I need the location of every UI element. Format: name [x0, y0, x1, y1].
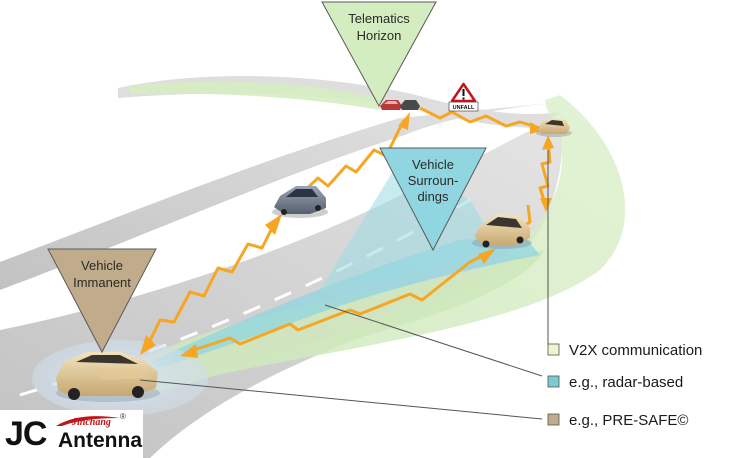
vehicle-surroundings-triangle: Vehicle Surroun- dings: [379, 147, 487, 252]
v2x-zone-far: [130, 81, 380, 110]
logo-brand-text: Jinchang: [72, 417, 111, 428]
v2x-zone-lower: [140, 250, 545, 395]
legend-leader-lines: [139, 150, 549, 420]
immanent-label-line-1: Vehicle: [81, 258, 123, 273]
car-lead-gold: [536, 118, 572, 137]
car-ego-gold: [56, 352, 160, 402]
surroundings-label-line-2: Surroun-: [408, 173, 459, 188]
radar-zone: [150, 232, 540, 368]
logo-sub-text: Antenna: [58, 429, 142, 452]
legend-label-radar: e.g., radar-based: [569, 374, 683, 391]
v2x-zone: [170, 95, 626, 385]
surroundings-label-line-1: Vehicle: [412, 157, 454, 172]
car-silver-sedan: [272, 186, 328, 218]
leader-presafe: [139, 379, 543, 420]
vehicle-immanent-triangle: Vehicle Immanent: [47, 248, 157, 354]
surroundings-label-line-3: dings: [417, 189, 449, 204]
logo-swoosh-icon: [56, 416, 120, 426]
signal-lead-to-right: [538, 139, 552, 207]
logo-registered-mark: ®: [120, 412, 126, 421]
legend-label-v2x: V2X communication: [569, 342, 702, 359]
telematics-label-line-1: Telematics: [348, 11, 410, 26]
telematics-horizon-triangle: Telematics Horizon: [321, 1, 437, 108]
car-dark-front: [400, 100, 420, 110]
signal-redcar-to-lead: [419, 106, 541, 130]
warning-sign-text: UNFALL: [453, 105, 475, 111]
signal-ego-to-silver: [146, 221, 277, 346]
leader-radar: [324, 304, 543, 377]
car-red-front: [380, 100, 402, 110]
legend-label-presafe: e.g., PRE-SAFE©: [569, 412, 688, 429]
legend-swatch-radar: [547, 375, 560, 388]
warning-sign: UNFALL: [448, 82, 479, 112]
immanent-label-line-2: Immanent: [73, 275, 131, 290]
signal-arrows: [146, 106, 552, 354]
car-right-gold: [472, 214, 532, 249]
legend: V2X communication e.g., radar-based e.g.…: [547, 342, 702, 429]
signal-ego-to-right: [187, 250, 491, 354]
logo-main-text: JC: [5, 415, 47, 453]
legend-swatch-v2x: [547, 343, 560, 356]
legend-swatch-presafe: [547, 413, 560, 426]
jc-antenna-logo: JC Jinchang ® Antenna: [0, 410, 143, 458]
telematics-label-line-2: Horizon: [357, 28, 402, 43]
